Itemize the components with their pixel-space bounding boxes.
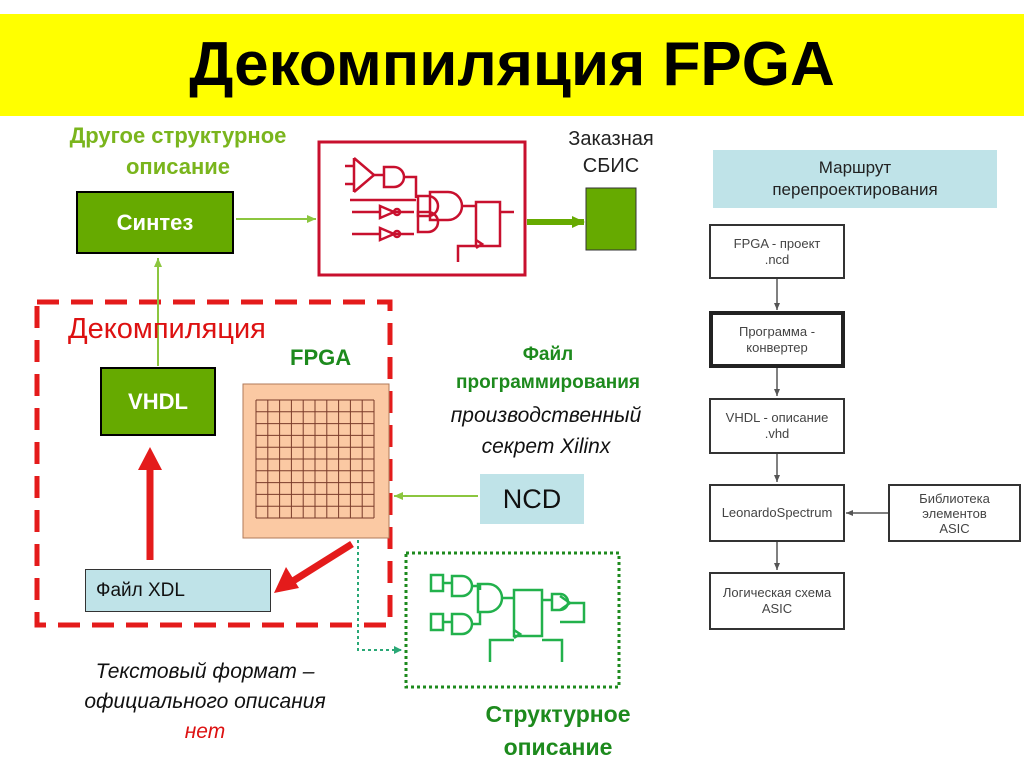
xdl-file-label: Файл XDL <box>96 579 185 601</box>
asic-schematic <box>317 140 527 277</box>
vhdl-box: VHDL <box>100 367 216 436</box>
custom-asic-line2: СБИС <box>582 155 640 177</box>
trade-secret-text: производственный секрет Xilinx <box>416 400 676 462</box>
flow-step-3-line1: VHDL - описание <box>725 410 829 425</box>
structural-schematic <box>429 573 586 662</box>
title-bar <box>0 14 1024 116</box>
flow-step-vhdl: VHDL - описание .vhd <box>709 398 845 454</box>
arrow-head-down-left <box>274 567 299 593</box>
ncd-label: NCD <box>502 483 562 514</box>
arrow-head-up <box>138 447 162 470</box>
programming-file-line1: Файл <box>522 344 574 365</box>
flow-step-1-line2: .ncd <box>764 251 790 267</box>
synthesis-box: Синтез <box>76 191 234 254</box>
arrow-fpga-to-xdl <box>291 541 354 584</box>
route-header-line1: Маршрут <box>818 158 892 177</box>
other-struct-line1: Другое структурное <box>69 123 287 148</box>
flow-arrows <box>774 279 888 570</box>
xdl-file-box: Файл XDL <box>85 569 271 612</box>
text-format-line2: официального описания <box>84 690 326 713</box>
text-format-note: Текстовый формат – официального описания… <box>40 657 370 747</box>
programming-file-line2: программирования <box>455 372 641 393</box>
library-line1: Библиотека <box>919 490 990 506</box>
structural-description-label: Структурное описание <box>448 698 668 764</box>
page-title: Декомпиляция FPGA <box>189 30 835 99</box>
route-header-line2: перепроектирования <box>772 180 938 199</box>
decompilation-frame <box>34 299 393 628</box>
flow-step-leonardo: LeonardoSpectrum <box>709 484 845 542</box>
text-format-line1: Текстовый формат – <box>95 660 315 683</box>
structural-line2: описание <box>503 734 613 760</box>
custom-asic-label: Заказная СБИС <box>556 126 666 180</box>
redesign-route-header: Маршрут перепроектирования <box>713 150 997 208</box>
flow-step-5-line1: Логическая схема <box>722 585 832 600</box>
text-format-line3: нет <box>184 720 226 743</box>
synthesis-label: Синтез <box>116 209 194 235</box>
decompilation-label: Декомпиляция <box>68 313 266 345</box>
flow-step-logic-asic: Логическая схема ASIC <box>709 572 845 630</box>
flow-step-5-line2: ASIC <box>761 601 793 616</box>
dotted-connector <box>357 540 402 654</box>
trade-secret-line2: секрет Xilinx <box>481 435 611 458</box>
programming-file-label: Файл программирования <box>420 341 676 397</box>
flow-step-1-line1: FPGA - проект <box>733 235 821 251</box>
structural-frame <box>404 551 621 689</box>
flow-asic-library: Библиотека элементов ASIC <box>888 484 1021 542</box>
flow-step-2-line1: Программа - <box>738 323 816 339</box>
fpga-grid <box>242 383 390 539</box>
custom-asic-chip <box>585 187 637 251</box>
flow-step-2-line2: конвертер <box>746 339 808 355</box>
other-struct-label: Другое структурное описание <box>30 120 326 182</box>
other-struct-line2: описание <box>125 154 231 179</box>
flow-step-3-line2: .vhd <box>764 426 790 441</box>
custom-asic-line1: Заказная <box>568 128 654 150</box>
ncd-box: NCD <box>480 474 584 524</box>
fpga-label: FPGA <box>290 345 352 370</box>
trade-secret-line1: производственный <box>450 404 642 427</box>
flow-step-converter: Программа - конвертер <box>709 311 845 368</box>
vhdl-label: VHDL <box>128 388 188 414</box>
flow-step-4-line1: LeonardoSpectrum <box>721 505 833 520</box>
library-line2: элементов <box>922 505 987 521</box>
flow-step-fpga-project: FPGA - проект .ncd <box>709 224 845 279</box>
structural-line1: Структурное <box>485 701 631 727</box>
library-line3: ASIC <box>939 520 970 536</box>
